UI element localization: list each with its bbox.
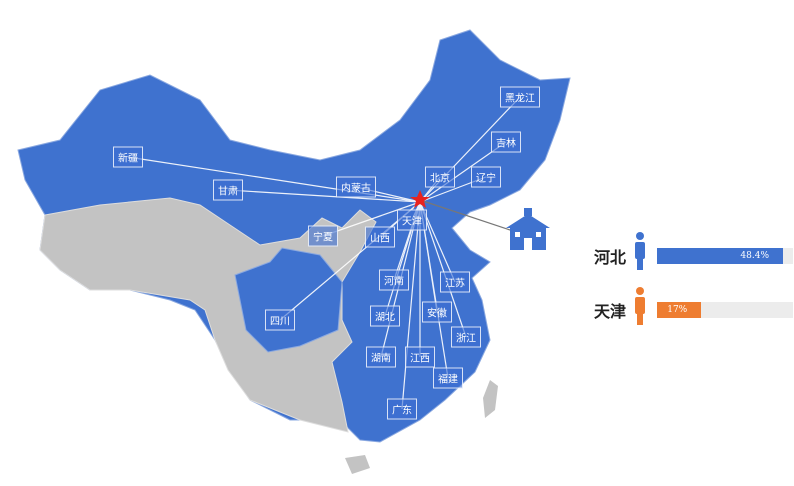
province-label: 湖南 — [366, 346, 396, 368]
province-label: 江西 — [405, 346, 435, 368]
stat-bar-track: 48.4% — [657, 248, 793, 264]
province-label: 河南 — [379, 269, 409, 291]
province-label: 天津 — [397, 209, 427, 231]
province-label: 安徽 — [422, 301, 452, 323]
province-label: 江苏 — [440, 271, 470, 293]
hainan-region — [345, 455, 370, 474]
connection-line — [227, 189, 421, 203]
stat-bar: 48.4% — [657, 248, 783, 264]
tianjin-person-icon — [635, 287, 645, 325]
province-label: 湖北 — [370, 305, 400, 327]
province-label: 北京 — [425, 166, 455, 188]
province-label: 福建 — [433, 367, 463, 389]
province-label: 辽宁 — [471, 166, 501, 188]
sichuan-region — [234, 247, 343, 353]
stat-bar-track: 17% — [657, 302, 793, 318]
connection-line — [419, 201, 467, 338]
china-covered-region — [17, 29, 571, 443]
connection-line — [279, 201, 421, 321]
stat-row-tianjin: 天津 17% — [594, 298, 793, 322]
star-icon — [410, 190, 430, 208]
province-label: 宁夏 — [308, 225, 338, 247]
province-label: 山西 — [365, 226, 395, 248]
stat-name: 天津 — [594, 302, 627, 321]
school-building-icon — [506, 208, 550, 250]
stat-name: 河北 — [594, 248, 627, 267]
stat-bar: 17% — [657, 302, 702, 318]
hebei-person-icon — [635, 232, 645, 270]
connection-line — [419, 201, 449, 379]
province-label: 四川 — [265, 309, 295, 331]
province-label: 浙江 — [451, 326, 481, 348]
province-label: 吉林 — [491, 131, 521, 153]
connection-line — [401, 201, 421, 410]
province-label: 内蒙古 — [336, 176, 376, 198]
province-label: 甘肃 — [213, 179, 243, 201]
connection-line — [322, 201, 421, 237]
province-label: 广东 — [387, 398, 417, 420]
province-label: 新疆 — [113, 146, 143, 168]
province-label: 黑龙江 — [500, 86, 540, 108]
stat-value: 48.4% — [740, 251, 769, 261]
stat-value: 17% — [667, 305, 688, 315]
taiwan-region — [483, 380, 498, 418]
stat-row-hebei: 河北 48.4% — [594, 244, 793, 268]
